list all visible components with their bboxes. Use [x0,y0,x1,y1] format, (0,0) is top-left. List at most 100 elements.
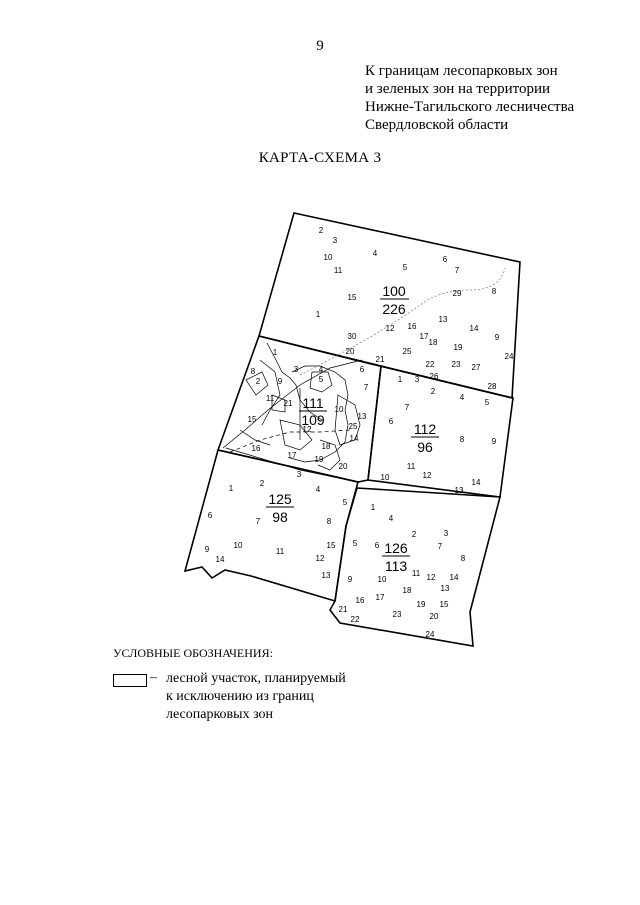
quarter-number: 10 [381,473,390,482]
legend-line-1: лесной участок, планируемый [166,671,346,686]
page-number: 9 [316,38,324,54]
legend-line-2: к исключению из границ [166,689,314,704]
quarter-number: 20 [346,347,355,356]
quarter-number: 11 [412,569,421,578]
quarter-number: 5 [319,375,324,384]
quarter-number: 20 [430,612,439,621]
quarter-number: 3 [294,365,299,374]
quarter-number: 14 [450,573,459,582]
plot-112-numerator: 112 [414,421,437,437]
quarter-number: 17 [376,593,385,602]
quarter-number: 6 [443,255,448,264]
quarter-number: 5 [343,498,348,507]
quarter-number: 10 [234,541,243,550]
legend-description: лесной участок, планируемый к исключению… [166,670,346,724]
quarter-number: 8 [461,554,466,563]
quarter-number: 23 [393,610,402,619]
quarter-number: 9 [205,545,210,554]
quarter-number: 16 [408,322,417,331]
quarter-number: 26 [430,372,439,381]
plot-112-denominator: 96 [417,439,433,455]
quarter-number: 7 [438,542,443,551]
plot-111-numerator: 111 [302,395,323,411]
quarter-number: 6 [360,365,365,374]
quarter-number: 10 [335,405,344,414]
quarter-number: 15 [248,415,257,424]
quarter-number: 27 [472,363,481,372]
quarter-boundaries [345,479,369,527]
plot-126-boundary [329,487,502,647]
quarter-number: 2 [412,530,417,539]
quarter-number: 1 [316,310,321,319]
quarter-number: 16 [252,444,261,453]
quarter-number: 1 [398,375,403,384]
legend-line-3: лесопарковых зон [166,707,274,722]
quarter-number: 6 [389,417,394,426]
plot-111-details [222,342,363,483]
header-line-3: Нижне-Тагильского лесничества [365,99,575,115]
header-line-1: К границам лесопарковых зон [365,63,558,79]
quarter-number: 30 [348,332,357,341]
quarter-number: 6 [208,511,213,520]
legend-title: УСЛОВНЫЕ ОБОЗНАЧЕНИЯ: [113,646,273,660]
quarter-number: 21 [284,399,293,408]
quarter-number: 17 [420,332,429,341]
quarter-number: 22 [351,615,360,624]
map-title: КАРТА-СХЕМА 3 [258,150,382,166]
header-line-4: Свердловской области [365,117,509,133]
quarter-number: 14 [470,324,479,333]
quarter-number: 3 [444,529,449,538]
quarter-number: 11 [276,547,285,556]
quarter-number: 4 [316,485,321,494]
quarter-number: 9 [495,333,500,342]
quarter-number: 12 [303,425,312,434]
quarter-number: 19 [315,455,324,464]
quarter-number: 14 [472,478,481,487]
quarter-number: 12 [316,554,325,563]
quarter-number: 9 [492,437,497,446]
quarter-number: 11 [266,394,275,403]
plot-100-numerator: 100 [382,283,406,299]
document-header: К границам лесопарковых зон и зеленых зо… [365,62,574,134]
quarter-number: 21 [339,605,348,614]
plot-125-denominator: 98 [272,509,288,525]
quarter-number: 9 [348,575,353,584]
quarter-number: 1 [371,503,376,512]
quarter-number: 5 [403,263,408,272]
quarter-number: 10 [378,575,387,584]
quarter-number: 2 [256,377,261,386]
quarter-number: 9 [278,377,283,386]
quarter-numbers: 2 3 10 11 4 5 6 7 15 1 29 8 30 12 16 17 … [205,226,514,639]
quarter-number: 25 [349,422,358,431]
plot-111-denominator: 109 [301,412,325,428]
plot-125-numerator: 125 [268,491,292,507]
quarter-number: 4 [389,514,394,523]
quarter-number: 18 [403,586,412,595]
quarter-number: 8 [460,435,465,444]
quarter-number: 29 [453,289,462,298]
quarter-number: 1 [229,484,234,493]
quarter-number: 15 [327,541,336,550]
quarter-number: 8 [492,287,497,296]
quarter-number: 18 [429,338,438,347]
quarter-number: 28 [488,382,497,391]
quarter-number: 12 [423,471,432,480]
quarter-number: 19 [417,600,426,609]
plot-126-numerator: 126 [384,540,408,556]
dotted-path [299,267,506,376]
quarter-number: 13 [441,584,450,593]
quarter-number: 21 [376,355,385,364]
quarter-number: 7 [256,517,261,526]
quarter-number: 13 [358,412,367,421]
quarter-number: 23 [452,360,461,369]
plot-126-denominator: 113 [385,558,408,574]
quarter-number: 13 [439,315,448,324]
quarter-number: 24 [426,630,435,639]
quarter-number: 22 [426,360,435,369]
quarter-number: 16 [356,596,365,605]
quarter-number: 8 [251,367,256,376]
plot-125-boundary [183,449,359,603]
quarter-number: 2 [431,387,436,396]
quarter-number: 5 [485,398,490,407]
